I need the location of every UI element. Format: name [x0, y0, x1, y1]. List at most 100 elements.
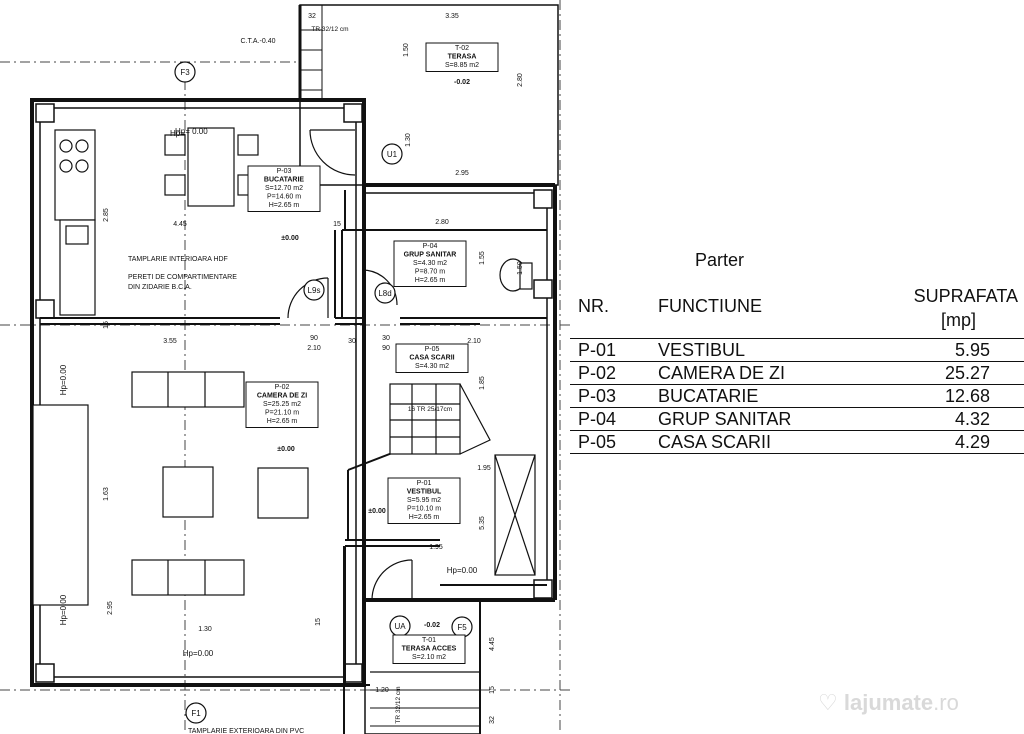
- axis-f3-label: F3: [180, 68, 190, 77]
- dimension-label: 30: [382, 335, 390, 342]
- room-stamp-line: H=2.65 m: [267, 418, 298, 425]
- dimension-label: 2.10: [307, 345, 321, 352]
- room-stamp-line: P=10.10 m: [407, 506, 441, 513]
- row-func: CASA SCARII: [658, 432, 772, 452]
- dimension-label: 1.85: [479, 376, 486, 390]
- table-header: NR. FUNCTIUNE SUPRAFATA [mp]: [570, 282, 1024, 339]
- hp-label: Hp=0.00: [59, 364, 68, 395]
- room-stamp-line: TERASA ACCES: [402, 646, 457, 653]
- room-stamp: [387, 477, 461, 524]
- row-func: GRUP SANITAR: [658, 409, 792, 429]
- dimension-label: 15: [489, 686, 496, 694]
- row-nr: P-05: [578, 432, 617, 452]
- table-title: Parter: [695, 250, 745, 270]
- dimension-label: 15: [315, 618, 322, 626]
- room-stamp: [247, 165, 321, 212]
- room-stamp-line: H=2.65 m: [415, 277, 446, 284]
- stair-label: TR 32/12 cm: [395, 686, 402, 723]
- room-stamp-line: P=14.60 m: [267, 194, 301, 201]
- dimension-label: 1.55: [479, 251, 486, 265]
- watermark: ♡ lajumate.ro: [818, 690, 959, 716]
- dimension-label: 2.10: [467, 338, 481, 345]
- note-label: PERETI DE COMPARTIMENTARE: [128, 274, 237, 281]
- watermark-suffix: .ro: [933, 690, 959, 715]
- grid-lines: [0, 0, 570, 734]
- area-table: NR. FUNCTIUNE SUPRAFATA [mp] P-01 VESTIBU…: [570, 282, 1024, 454]
- room-stamp-line: S=25.25 m2: [263, 401, 301, 408]
- kitchen-furniture: [54, 127, 259, 316]
- axis-f5-label: F5: [457, 623, 467, 632]
- dimension-label: 3.35: [445, 13, 459, 20]
- axis-f1-label: F1: [191, 709, 201, 718]
- level-label: -0.02: [424, 622, 440, 629]
- room-stamp-line: P-01: [417, 480, 432, 487]
- stair-label: 16 TR 25/17cm: [408, 406, 452, 413]
- room-stamp-line: CASA SCARII: [409, 355, 454, 362]
- note-label: DIN ZIDARIE B.C.A.: [128, 284, 192, 291]
- room-stamp: [393, 240, 467, 287]
- hp-label: Hp= 0.00: [175, 127, 208, 136]
- dimension-label: 1.50: [517, 261, 524, 275]
- dimension-label: 2.80: [517, 73, 524, 87]
- level-label: ±0.00: [277, 446, 295, 453]
- room-stamp-line: T-02: [455, 45, 469, 52]
- row-nr: P-02: [578, 363, 617, 383]
- row-func: VESTIBUL: [658, 340, 746, 360]
- room-stamp-line: H=2.65 m: [409, 514, 440, 521]
- room-stamp: [395, 343, 469, 373]
- dimension-label: 1.95: [429, 544, 443, 551]
- row-nr: P-01: [578, 340, 617, 360]
- dimension-label: 1.50: [403, 43, 410, 57]
- dimension-label: 2.95: [107, 601, 114, 615]
- col-functiune: FUNCTIUNE: [658, 296, 762, 316]
- room-stamp-line: P-02: [275, 384, 290, 391]
- level-label: ±0.00: [281, 235, 299, 242]
- dimension-label: 5.35: [479, 516, 486, 530]
- living-furniture: [32, 371, 309, 606]
- dimension-label: 90: [382, 345, 390, 352]
- row-func: CAMERA DE ZI: [658, 363, 786, 383]
- axis-f1: [185, 702, 207, 724]
- tag-u1: [381, 143, 403, 165]
- dimension-label: 2.80: [435, 219, 449, 226]
- level-label: ±0.00: [368, 508, 386, 515]
- room-stamp-line: S=4.30 m2: [413, 260, 447, 267]
- dimension-label: 1.30: [405, 133, 412, 147]
- pillars: [35, 103, 553, 683]
- tag-l9s: [303, 279, 325, 301]
- room-stamp-line: CAMERA DE ZI: [257, 393, 307, 400]
- room-stamp-line: S=2.10 m2: [412, 654, 446, 661]
- interior-walls: [40, 190, 547, 686]
- room-stamp-line: P-04: [423, 243, 438, 250]
- watermark-logo-icon: ♡: [818, 690, 838, 715]
- room-stamp-line: BUCATARIE: [264, 177, 305, 184]
- col-suprafata: SUPRAFATA: [913, 286, 1018, 306]
- dimension-label: 4.45: [489, 637, 496, 651]
- room-stamp-line: P-03: [277, 168, 292, 175]
- room-stamp-line: H=2.65 m: [269, 202, 300, 209]
- room-stamp-line: P=8.70 m: [415, 269, 445, 276]
- room-stamp-line: GRUP SANITAR: [404, 252, 457, 259]
- dimension-label: 2.95: [455, 170, 469, 177]
- room-stamp-line: T-01: [422, 637, 436, 644]
- hp-label: Hp=0.00: [447, 566, 478, 575]
- hp-label: Hp=0.00: [59, 594, 68, 625]
- room-stamp-line: S=12.70 m2: [265, 185, 303, 192]
- dimension-label: 15: [333, 221, 341, 228]
- row-area: 25.27: [944, 363, 990, 383]
- room-stamp-line: P=21.10 m: [265, 410, 299, 417]
- dimension-label: 32: [308, 13, 316, 20]
- row-area: 12.68: [944, 386, 990, 406]
- note-label: TAMPLARIE EXTERIOARA DIN PVC: [188, 728, 304, 734]
- dimension-label: 90: [310, 335, 318, 342]
- row-nr: P-04: [578, 409, 617, 429]
- room-stamp: [392, 634, 466, 664]
- level-label: -0.02: [454, 79, 470, 86]
- watermark-brand: lajumate: [843, 690, 934, 715]
- hp-label: Hp=0.00: [183, 649, 214, 658]
- row-func: BUCATARIE: [658, 386, 759, 406]
